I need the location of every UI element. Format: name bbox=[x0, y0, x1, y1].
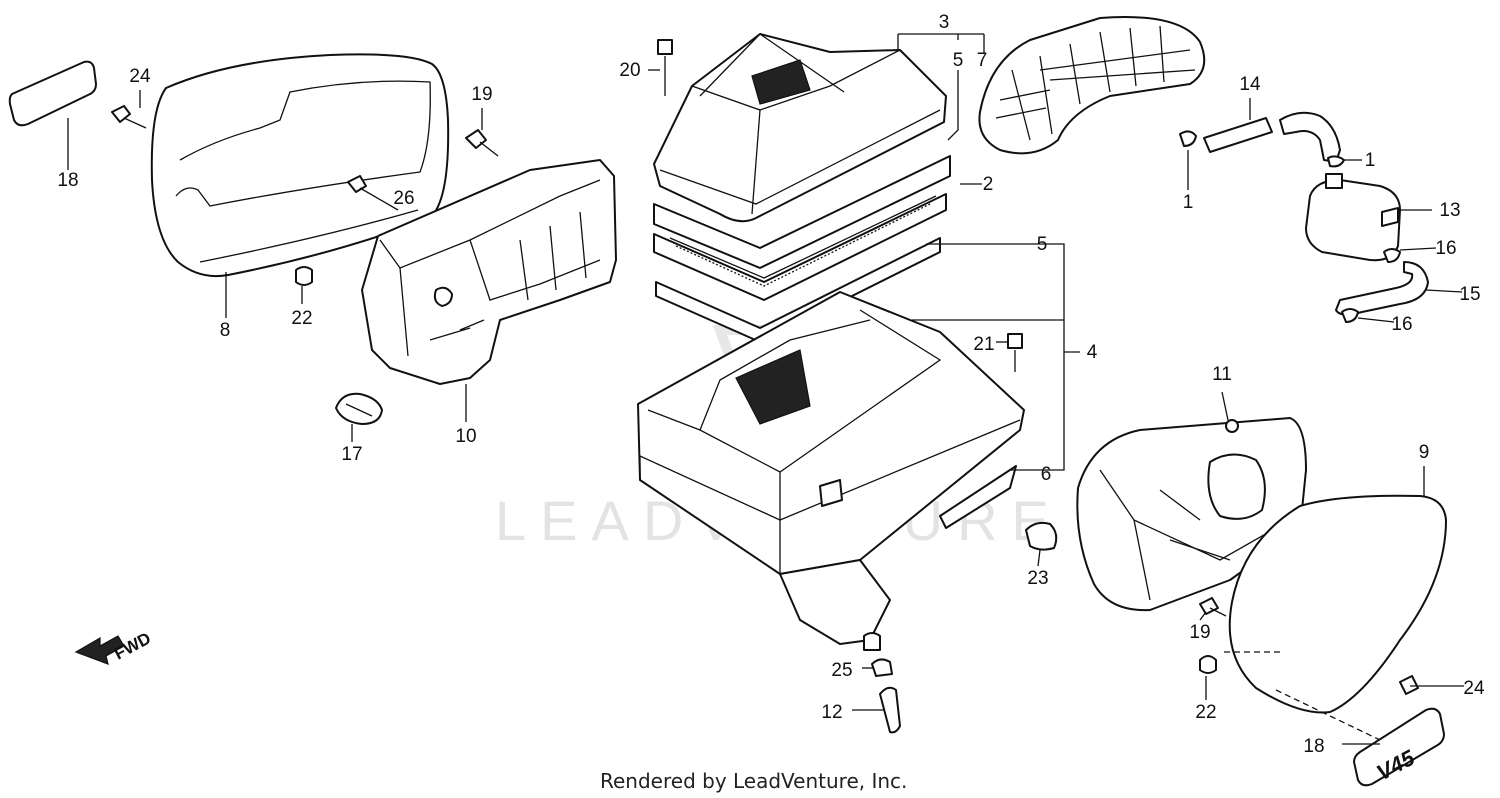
intake-duct bbox=[978, 16, 1206, 155]
callout-c25: 25 bbox=[831, 660, 852, 681]
callout-c11: 11 bbox=[1212, 364, 1232, 385]
screw-21 bbox=[1007, 333, 1023, 372]
callout-c12: 12 bbox=[821, 702, 842, 723]
callout-c16b: 16 bbox=[1391, 314, 1412, 335]
callout-labels: 1123455678910111213141516161718181919202… bbox=[57, 12, 1485, 757]
gasket-6 bbox=[939, 465, 1017, 529]
callout-c26: 26 bbox=[393, 188, 414, 209]
bolt-24-right bbox=[1399, 675, 1446, 695]
bolt-24-left bbox=[111, 105, 147, 129]
callout-c8: 8 bbox=[220, 320, 231, 341]
callout-c22a: 22 bbox=[291, 308, 312, 329]
callout-c4: 4 bbox=[1087, 342, 1098, 363]
callout-c14: 14 bbox=[1239, 74, 1261, 95]
callout-c22b: 22 bbox=[1195, 702, 1216, 723]
callout-c3: 3 bbox=[939, 12, 950, 33]
leader-lines bbox=[67, 33, 1464, 745]
callout-c15: 15 bbox=[1459, 284, 1480, 305]
grommet-22-left bbox=[295, 266, 313, 286]
fwd-label: FWD bbox=[111, 629, 154, 664]
callout-c21: 21 bbox=[973, 334, 994, 355]
clip-1-right bbox=[1327, 155, 1345, 168]
emblem-plate-left bbox=[8, 60, 97, 127]
callout-c18a: 18 bbox=[57, 170, 78, 191]
callout-c20: 20 bbox=[619, 60, 640, 81]
drain-plug-12 bbox=[879, 686, 901, 734]
callout-c9: 9 bbox=[1419, 442, 1430, 463]
lower-case-4 bbox=[637, 291, 1025, 651]
air-filter-element bbox=[653, 155, 951, 343]
fwd-arrow: FWD bbox=[74, 629, 154, 665]
callout-c5b: 5 bbox=[1037, 234, 1048, 255]
clip-1-upper bbox=[1179, 130, 1197, 147]
callout-c13: 13 bbox=[1439, 200, 1460, 221]
left-housing bbox=[361, 159, 617, 385]
footer-credit: Rendered by LeadVenture, Inc. bbox=[600, 769, 907, 793]
clamp-23 bbox=[1025, 521, 1058, 551]
clamp-17 bbox=[335, 392, 383, 425]
bolt-19-top bbox=[465, 129, 499, 157]
bolt-26 bbox=[347, 175, 399, 211]
callout-c10: 10 bbox=[455, 426, 476, 447]
callout-c2: 2 bbox=[983, 174, 994, 195]
callout-c1a: 1 bbox=[1365, 150, 1376, 171]
clamp-25 bbox=[871, 658, 893, 677]
emblem-v45-badge: V45 bbox=[1353, 707, 1445, 787]
callout-c1b: 1 bbox=[1183, 192, 1194, 213]
drain-hose-15 bbox=[1335, 261, 1429, 316]
callout-c17: 17 bbox=[341, 444, 362, 465]
callout-c18b: 18 bbox=[1303, 736, 1324, 757]
callout-c16a: 16 bbox=[1435, 238, 1456, 259]
grommet-22-right bbox=[1199, 655, 1217, 674]
callout-c5a: 5 bbox=[953, 50, 964, 71]
upper-case-cover bbox=[653, 33, 947, 223]
callout-c7: 7 bbox=[977, 50, 988, 71]
breather-tank-13 bbox=[1305, 173, 1401, 262]
breather-hose-14 bbox=[1203, 111, 1341, 163]
callout-c6: 6 bbox=[1041, 464, 1052, 485]
bolt-19-right bbox=[1199, 597, 1227, 617]
callout-c24a: 24 bbox=[129, 66, 151, 87]
clip-16-lower bbox=[1341, 308, 1359, 323]
screw-20 bbox=[657, 39, 673, 96]
callout-c19b: 19 bbox=[1189, 622, 1210, 643]
callout-c24b: 24 bbox=[1463, 678, 1485, 699]
clip-16-upper bbox=[1383, 248, 1401, 263]
callout-c19a: 19 bbox=[471, 84, 492, 105]
right-side-cover bbox=[1224, 494, 1447, 714]
callout-c23: 23 bbox=[1027, 568, 1048, 589]
